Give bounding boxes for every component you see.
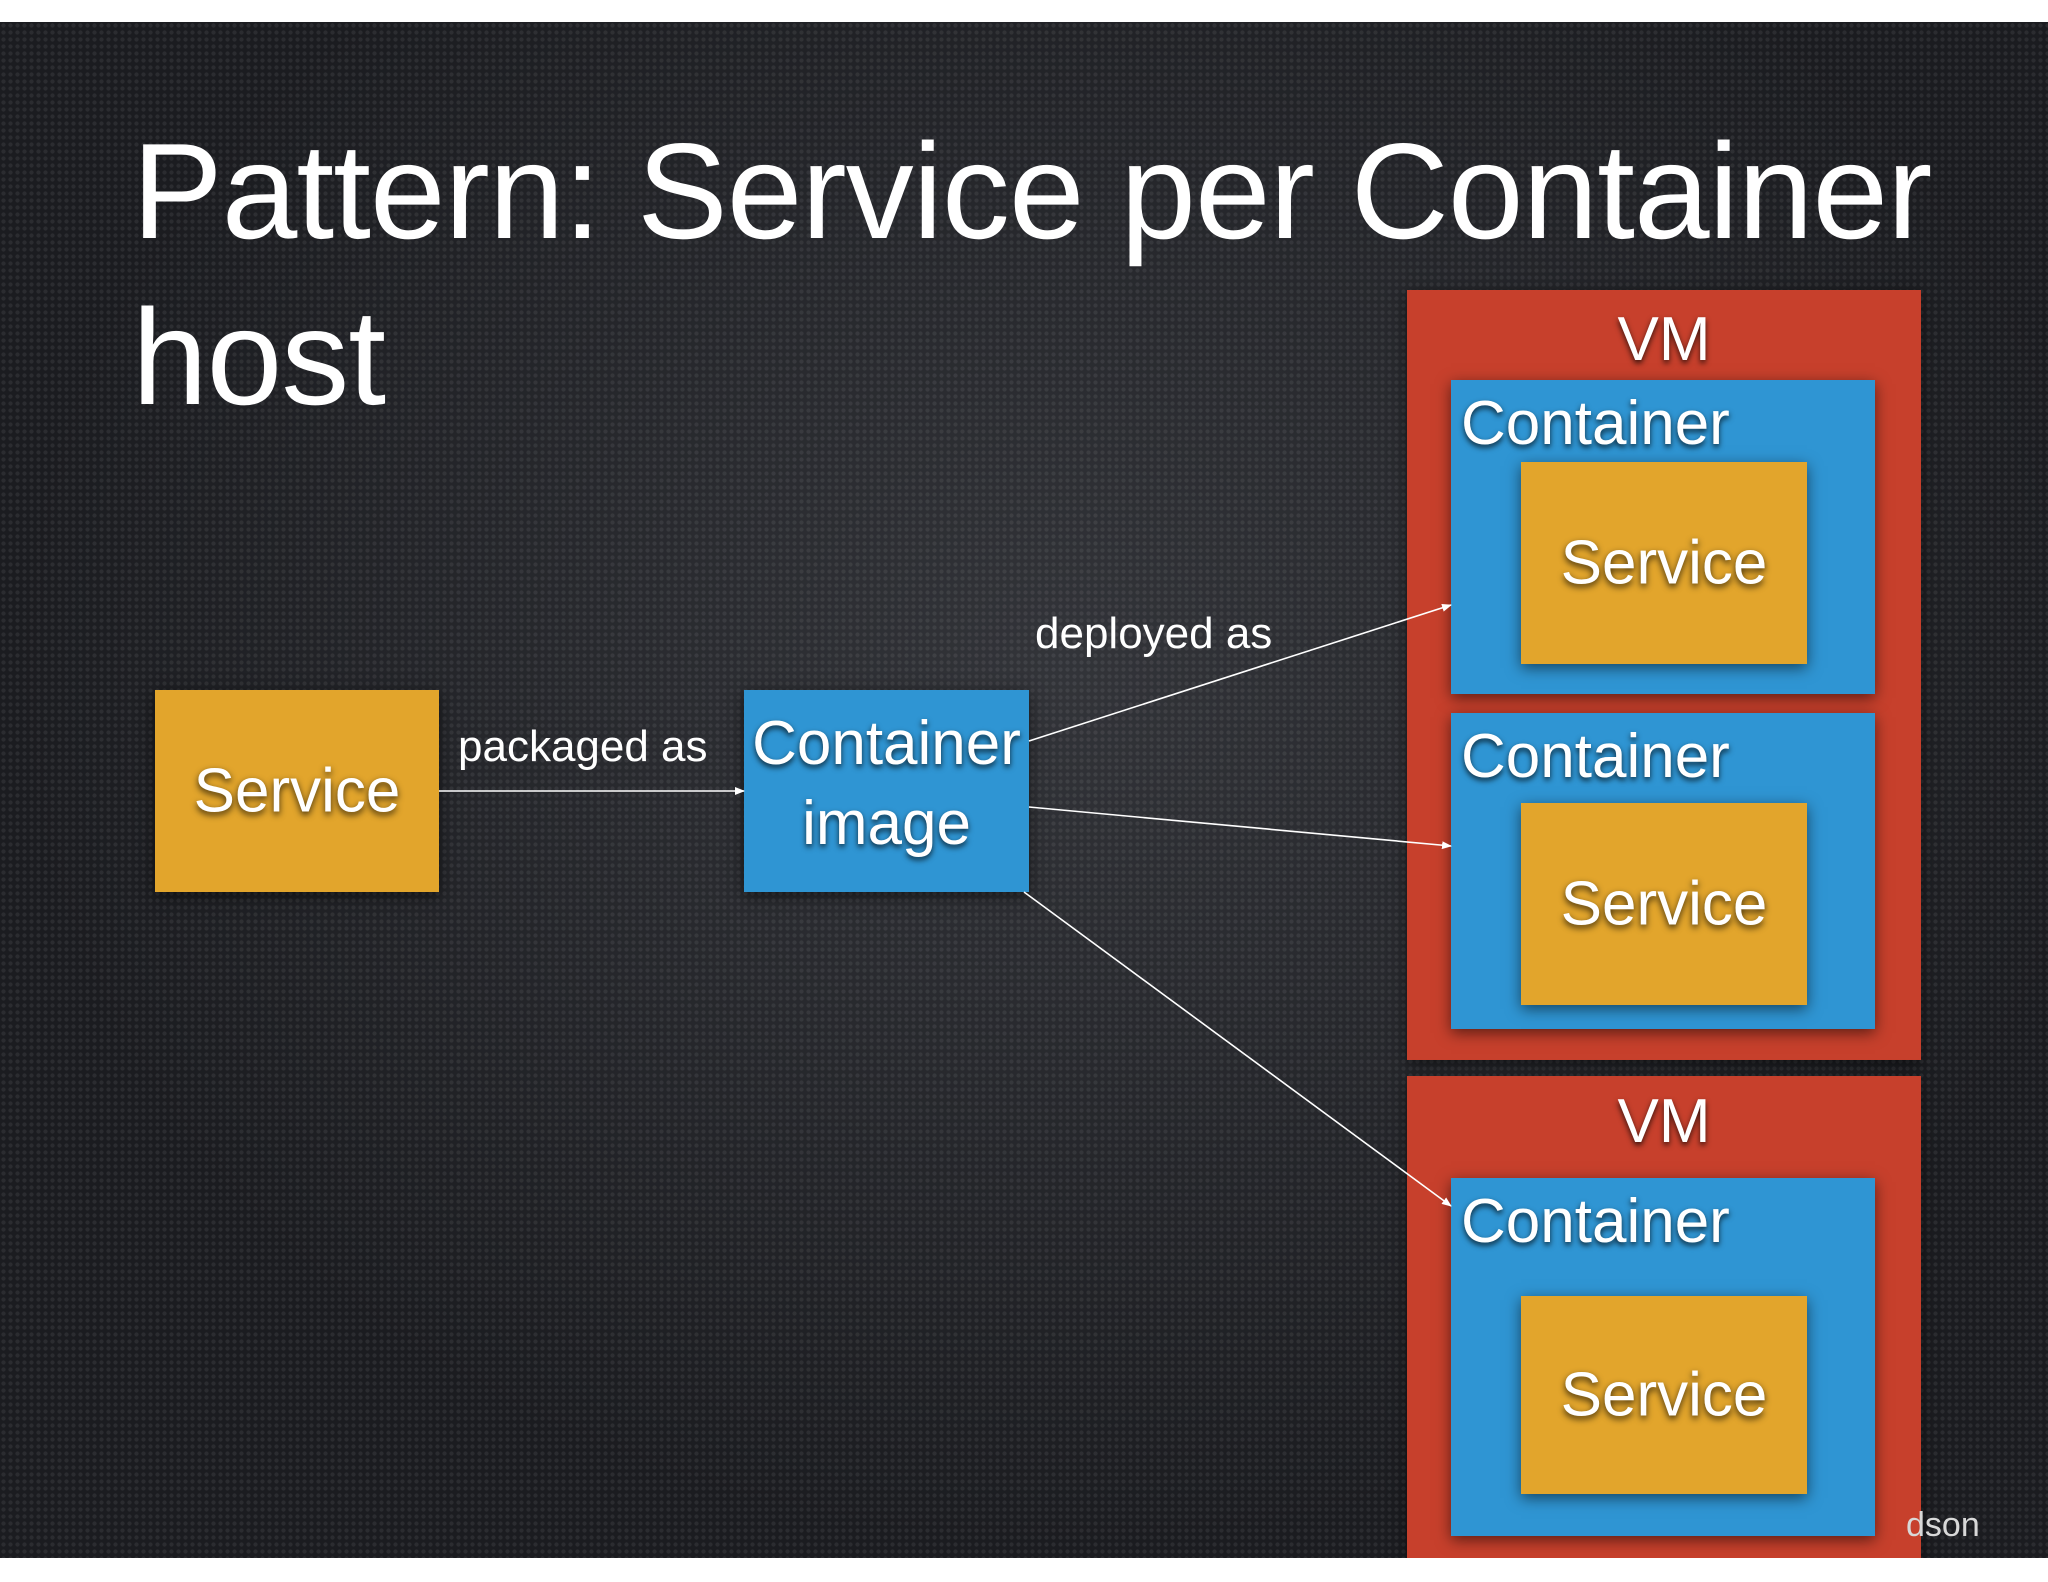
- vm1-service-box-2: Service: [1521, 803, 1807, 1005]
- slide-title: Pattern: Service per Container host: [132, 115, 1932, 433]
- vm1-service-label-1: Service: [1560, 528, 1768, 598]
- container-image-box: Container image: [744, 690, 1029, 892]
- vm2-service-label-1: Service: [1560, 1360, 1768, 1430]
- packaged-as-label: packaged as: [458, 722, 708, 771]
- vm-label-1: VM: [1617, 305, 1711, 374]
- deployed-as-label: deployed as: [1035, 609, 1273, 658]
- vm1-container-box-2: Container Service: [1451, 713, 1875, 1029]
- vm1-container-box-1: Container Service: [1451, 380, 1875, 694]
- container-image-label-line1: Container: [752, 709, 1021, 778]
- footer-text: dson: [1906, 1506, 1980, 1544]
- deployed-as-arrow-3: [1023, 891, 1452, 1207]
- vm1-service-label-2: Service: [1560, 869, 1768, 939]
- vm1-container-label-1: Container: [1461, 389, 1730, 458]
- slide: Pattern: Service per Container host Serv…: [0, 22, 2048, 1558]
- vm1-service-box-1: Service: [1521, 462, 1807, 664]
- vm2-container-label-1: Container: [1461, 1187, 1730, 1256]
- source-service-box: Service: [155, 690, 439, 892]
- vm-label-2: VM: [1617, 1087, 1711, 1156]
- vm1-container-label-2: Container: [1461, 722, 1730, 791]
- vm2-service-box-1: Service: [1521, 1296, 1807, 1494]
- container-image-label-line2: image: [802, 789, 971, 858]
- vm-box-1: VM Container Service Container Service: [1407, 290, 1921, 1060]
- vm2-container-box-1: Container Service: [1451, 1178, 1875, 1536]
- source-service-label: Service: [193, 756, 401, 826]
- deployed-as-arrow-2: [1028, 806, 1452, 850]
- vm-box-2: VM Container Service: [1407, 1076, 1921, 1558]
